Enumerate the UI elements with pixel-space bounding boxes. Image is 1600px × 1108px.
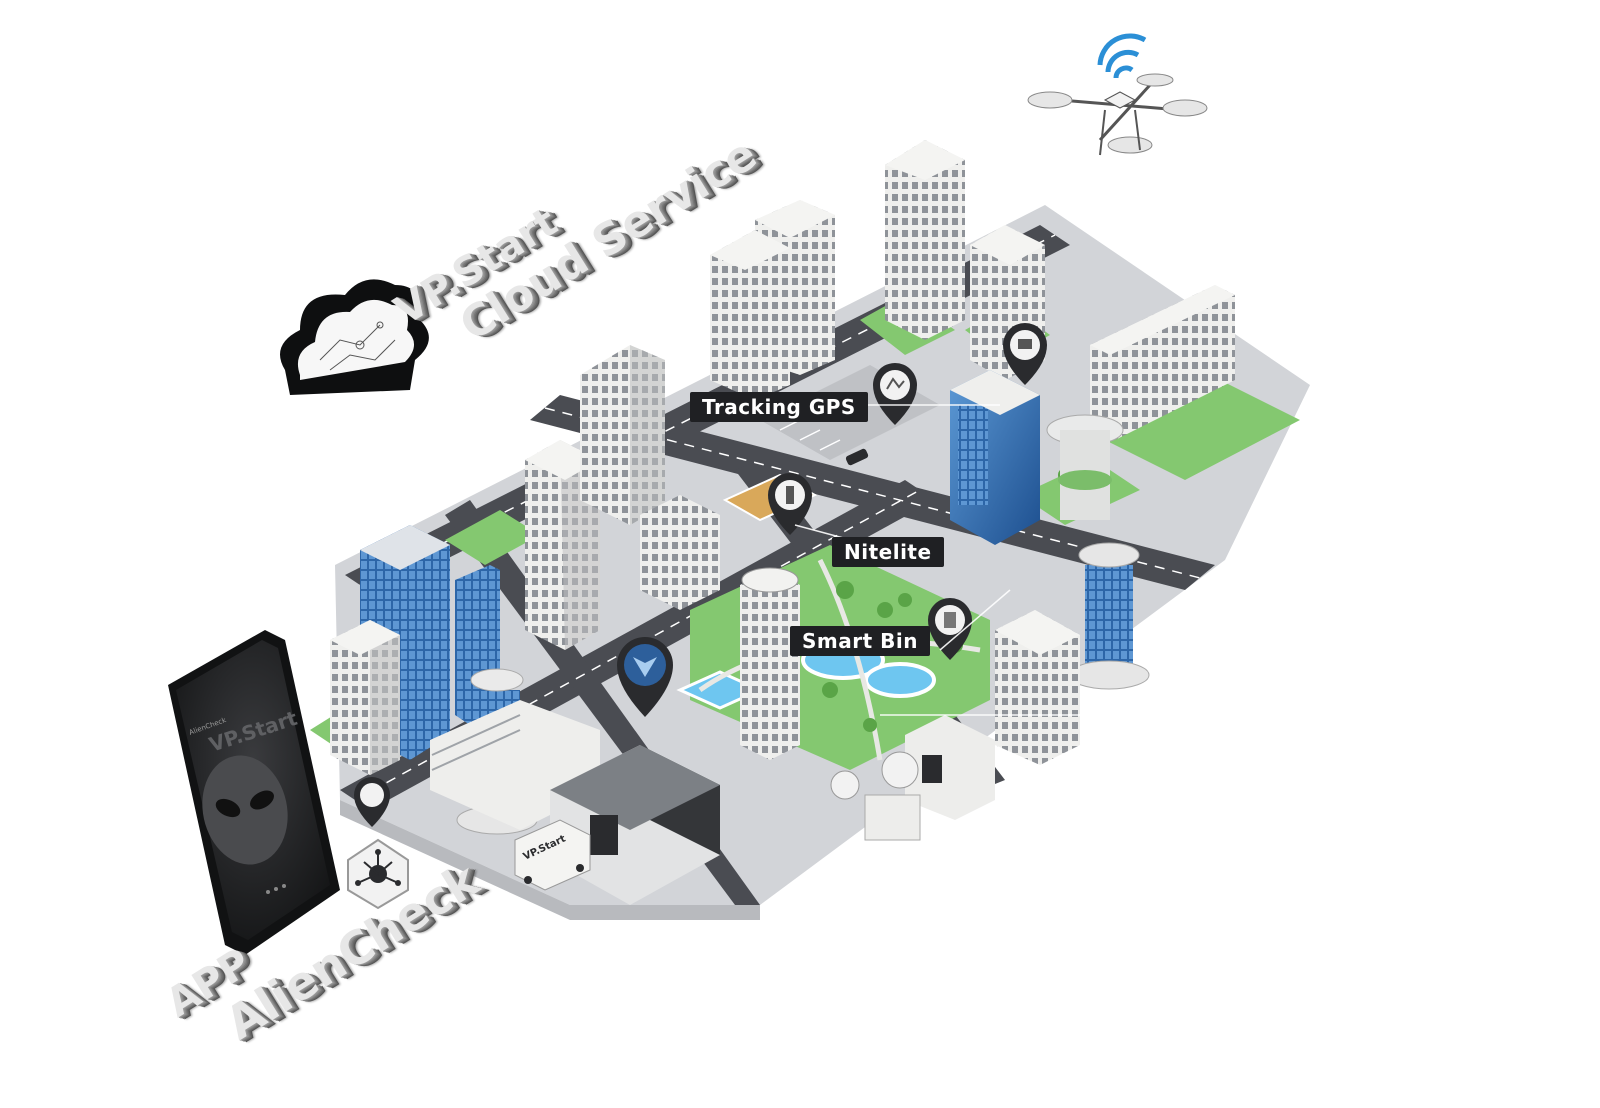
alien-head-icon	[202, 755, 288, 865]
label-nitelite: Nitelite	[832, 537, 944, 567]
label-tracking-gps: Tracking GPS	[690, 392, 868, 422]
label-smart-bin: Smart Bin	[790, 626, 930, 656]
wifi-icon	[1097, 33, 1147, 79]
smartphone-icon: VP.Start AlienCheck	[168, 630, 340, 955]
drone-icon	[1027, 33, 1208, 156]
cloud-icon	[280, 279, 429, 395]
delivery-truck: VP.Start	[514, 819, 591, 891]
network-hub-icon	[347, 838, 409, 910]
map-pin-icon	[354, 323, 1047, 827]
